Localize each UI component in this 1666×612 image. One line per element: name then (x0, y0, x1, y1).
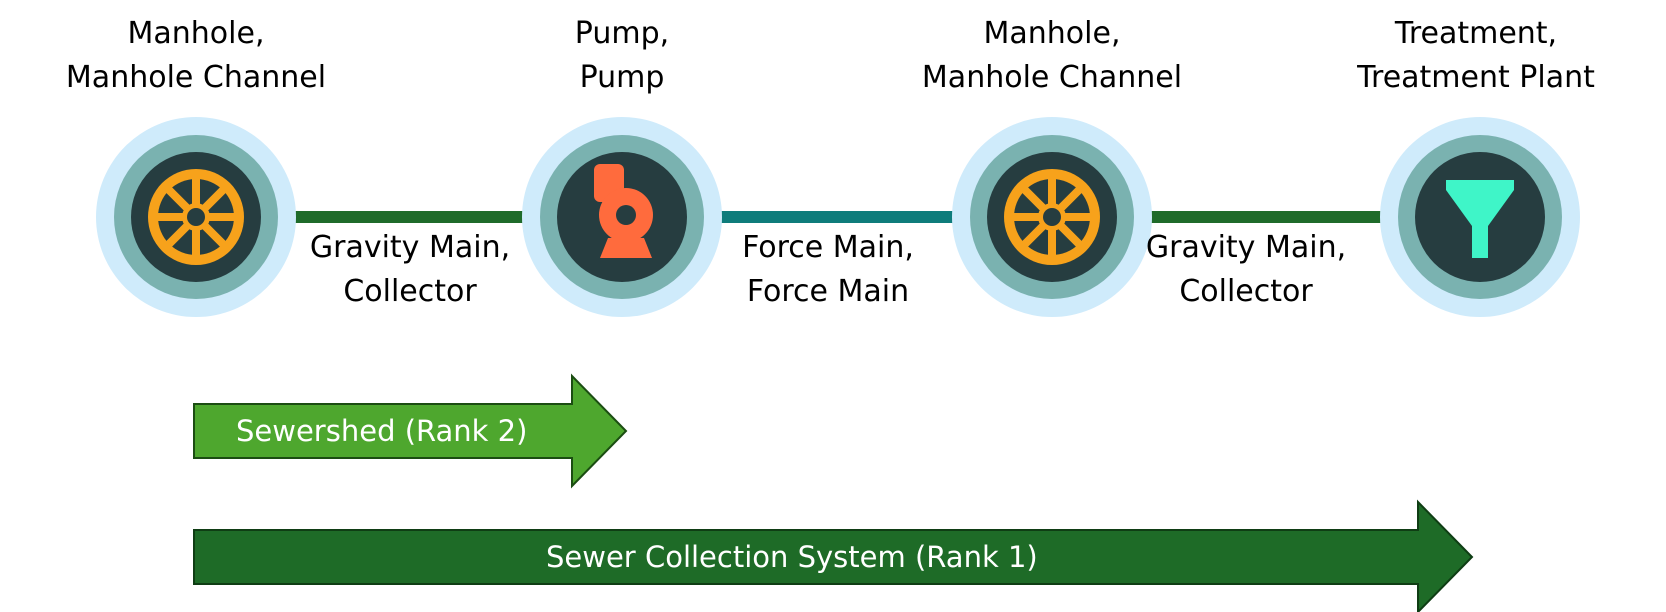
rank-arrow-collection-system (193, 499, 1474, 612)
node-label-treatment: Treatment, Treatment Plant (1306, 12, 1646, 100)
node-label-line2: Manhole Channel (65, 60, 327, 95)
node-label-line2: Treatment Plant (1357, 60, 1595, 95)
edge-label-line2: Force Main (746, 274, 910, 309)
edge-label-gravity-main-2: Gravity Main, Collector (1116, 226, 1376, 314)
node-label-manhole-1: Manhole, Manhole Channel (26, 12, 366, 100)
node-label-line1: Pump, (574, 16, 670, 51)
node-manhole-2 (952, 117, 1152, 317)
funnel-icon (1446, 180, 1514, 258)
edge-label-gravity-main-1: Gravity Main, Collector (280, 226, 540, 314)
node-label-manhole-2: Manhole, Manhole Channel (882, 12, 1222, 100)
node-label-line2: Pump (579, 60, 665, 95)
node-label-line1: Manhole, (127, 16, 265, 51)
pump-icon (594, 164, 653, 258)
manhole-icon (148, 169, 244, 265)
manhole-icon (1004, 169, 1100, 265)
node-manhole-1 (96, 117, 296, 317)
node-label-line1: Manhole, (983, 16, 1121, 51)
rank-label-sewershed: Sewershed (Rank 2) (236, 414, 528, 448)
edge-label-force-main: Force Main, Force Main (698, 226, 958, 314)
node-label-line1: Treatment, (1394, 16, 1558, 51)
edge-label-line2: Collector (343, 274, 477, 309)
rank-arrow-sewershed (193, 373, 628, 489)
rank-label-collection-system: Sewer Collection System (Rank 1) (546, 540, 1038, 574)
node-treatment (1380, 117, 1580, 317)
edge-label-line2: Collector (1179, 274, 1313, 309)
edge-label-line1: Gravity Main, (309, 230, 511, 265)
edge-label-line1: Gravity Main, (1145, 230, 1347, 265)
node-label-line2: Manhole Channel (921, 60, 1183, 95)
edge-label-line1: Force Main, (742, 230, 914, 265)
node-pump (522, 117, 722, 317)
node-label-pump: Pump, Pump (452, 12, 792, 100)
